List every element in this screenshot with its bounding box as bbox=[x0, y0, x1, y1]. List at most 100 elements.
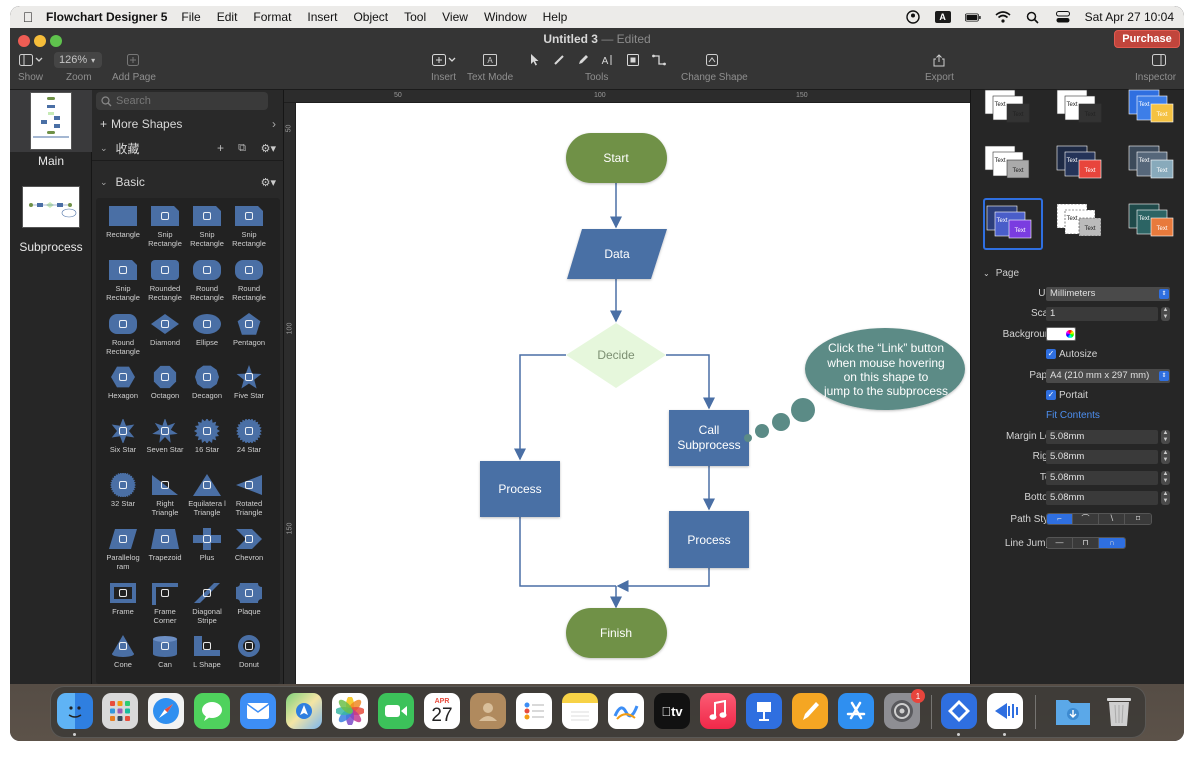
export-icon[interactable] bbox=[930, 53, 948, 67]
margin-bottom-stepper[interactable]: ▲▼ bbox=[1161, 491, 1170, 505]
zoom-select[interactable]: 126%▾ bbox=[54, 52, 102, 68]
shape-tile[interactable]: 16 Star bbox=[186, 415, 228, 467]
favorites-section-header[interactable]: ⌄ 收藏 + ⧉ ⚙▾ bbox=[92, 136, 284, 160]
pages-icon[interactable] bbox=[792, 693, 828, 729]
purchase-button[interactable]: Purchase bbox=[1114, 30, 1180, 48]
menu-window[interactable]: Window bbox=[483, 10, 527, 24]
input-source-badge[interactable]: A bbox=[934, 11, 951, 23]
basic-section-header[interactable]: ⌄ Basic ⚙▾ bbox=[92, 170, 284, 194]
downloads-folder-icon[interactable] bbox=[1055, 693, 1091, 729]
theme-option[interactable]: Text Text bbox=[1127, 198, 1184, 250]
page-label-main[interactable]: Main bbox=[37, 154, 64, 168]
theme-option[interactable]: Text Text bbox=[983, 140, 1043, 192]
shape-tile[interactable]: Round Rectangle bbox=[102, 308, 144, 360]
inspector-toggle-icon[interactable] bbox=[1150, 53, 1168, 67]
menu-object[interactable]: Object bbox=[353, 10, 389, 24]
margin-left-input[interactable]: 5.08mm bbox=[1046, 430, 1158, 444]
menu-edit[interactable]: Edit bbox=[216, 10, 238, 24]
connector-decide-call[interactable] bbox=[666, 354, 715, 410]
user-account-icon[interactable] bbox=[905, 10, 921, 24]
path-style-orthogonal[interactable]: ⌐ bbox=[1047, 514, 1073, 524]
menu-view[interactable]: View bbox=[442, 10, 468, 24]
gear-icon[interactable]: ⚙▾ bbox=[260, 142, 276, 155]
insert-icon[interactable] bbox=[432, 53, 456, 67]
menu-tool[interactable]: Tool bbox=[404, 10, 427, 24]
line-tool-icon[interactable] bbox=[550, 53, 568, 67]
pen-tool-icon[interactable] bbox=[574, 53, 592, 67]
menu-file[interactable]: File bbox=[181, 10, 201, 24]
shape-tile[interactable]: Frame bbox=[102, 577, 144, 629]
menu-insert[interactable]: Insert bbox=[307, 10, 338, 24]
finish-terminal[interactable] bbox=[566, 608, 667, 658]
duplicate-icon[interactable]: ⧉ bbox=[238, 141, 246, 154]
connector-tool-icon[interactable] bbox=[650, 53, 668, 67]
theme-option[interactable]: Text Text bbox=[1055, 198, 1115, 250]
shape-tile[interactable]: Round Rectangle bbox=[186, 254, 228, 306]
paper-select[interactable]: A4 (210 mm x 297 mm) ⇕ bbox=[1046, 369, 1170, 383]
facetime-icon[interactable] bbox=[378, 693, 414, 729]
minimize-window-button[interactable] bbox=[34, 35, 46, 47]
more-shapes-row[interactable]: + More Shapes › bbox=[92, 112, 284, 136]
photos-icon[interactable] bbox=[332, 693, 368, 729]
keynote-icon[interactable] bbox=[746, 693, 782, 729]
path-style-straight[interactable]: ∖ bbox=[1099, 514, 1125, 524]
calendar-icon[interactable]: APR 27 bbox=[424, 693, 460, 729]
shape-tile[interactable]: Round Rectangle bbox=[228, 254, 270, 306]
shape-tile[interactable]: Snip Rectangle bbox=[186, 200, 228, 252]
margin-top-stepper[interactable]: ▲▼ bbox=[1161, 471, 1170, 485]
shape-tile[interactable]: Can bbox=[144, 630, 186, 682]
process-left[interactable] bbox=[480, 461, 560, 517]
text-mode-icon[interactable]: A bbox=[481, 53, 499, 67]
zoom-window-button[interactable] bbox=[50, 35, 62, 47]
scale-stepper[interactable]: ▲▼ bbox=[1161, 307, 1170, 321]
shape-tile[interactable]: Pentagon bbox=[228, 308, 270, 360]
theme-option[interactable]: Text Text bbox=[1055, 140, 1115, 192]
wifi-icon[interactable] bbox=[995, 11, 1011, 23]
line-jumps-arc[interactable]: ∩ bbox=[1099, 538, 1125, 548]
shape-tile[interactable]: 32 Star bbox=[102, 469, 144, 521]
line-jumps-square[interactable]: ⊓ bbox=[1073, 538, 1099, 548]
add-page-icon[interactable] bbox=[124, 53, 142, 67]
finder-icon[interactable] bbox=[57, 693, 93, 729]
background-color-well[interactable] bbox=[1046, 327, 1076, 341]
shape-tile[interactable]: Donut bbox=[228, 630, 270, 682]
shape-tile[interactable]: Five Star bbox=[228, 361, 270, 413]
shape-tile[interactable]: Right Triangle bbox=[144, 469, 186, 521]
messages-icon[interactable] bbox=[194, 693, 230, 729]
shape-tile[interactable]: Snip Rectangle bbox=[102, 254, 144, 306]
flowchart-designer-icon[interactable] bbox=[941, 693, 977, 729]
call-subprocess-shape[interactable] bbox=[669, 410, 749, 466]
voice-app-icon[interactable] bbox=[987, 693, 1023, 729]
gear-icon[interactable]: ⚙▾ bbox=[260, 176, 276, 189]
line-jumps-control[interactable]: — ⊓ ∩ bbox=[1046, 537, 1126, 549]
shape-tile[interactable]: Six Star bbox=[102, 415, 144, 467]
canvas-area[interactable]: 50 100 150 50 100 150 bbox=[284, 90, 970, 684]
margin-right-stepper[interactable]: ▲▼ bbox=[1161, 450, 1170, 464]
page-section-header[interactable]: ⌄Page bbox=[983, 268, 1019, 279]
connector-process-finish-right[interactable] bbox=[616, 568, 710, 592]
freeform-icon[interactable] bbox=[608, 693, 644, 729]
shape-tile[interactable]: Snip Rectangle bbox=[144, 200, 186, 252]
shape-tile[interactable]: Hexagon bbox=[102, 361, 144, 413]
margin-top-input[interactable]: 5.08mm bbox=[1046, 471, 1158, 485]
theme-option[interactable]: Text Text bbox=[1055, 84, 1115, 136]
data-parallelogram[interactable] bbox=[567, 229, 667, 279]
launchpad-icon[interactable] bbox=[102, 693, 138, 729]
page-label-subprocess[interactable]: Subprocess bbox=[19, 240, 83, 254]
shape-tile[interactable]: Seven Star bbox=[144, 415, 186, 467]
menu-help[interactable]: Help bbox=[542, 10, 568, 24]
unit-select[interactable]: Millimeters ⇕ bbox=[1046, 287, 1170, 301]
shape-tile[interactable]: Chevron bbox=[228, 523, 270, 575]
shape-tile[interactable]: Ellipse bbox=[186, 308, 228, 360]
menu-app-name[interactable]: Flowchart Designer 5 bbox=[46, 10, 168, 24]
margin-bottom-input[interactable]: 5.08mm bbox=[1046, 491, 1158, 505]
shape-tile[interactable]: L Shape bbox=[186, 630, 228, 682]
scale-input[interactable]: 1 bbox=[1046, 307, 1158, 321]
margin-right-input[interactable]: 5.08mm bbox=[1046, 450, 1158, 464]
system-settings-icon[interactable]: 1 bbox=[884, 689, 925, 729]
shape-tile[interactable]: Rounded Rectangle bbox=[144, 254, 186, 306]
appletv-icon[interactable]: tv bbox=[654, 693, 690, 729]
shape-tile[interactable]: Rectangle bbox=[102, 200, 144, 252]
start-terminal[interactable] bbox=[566, 133, 667, 183]
sidebar-toggle-icon[interactable] bbox=[18, 53, 44, 67]
